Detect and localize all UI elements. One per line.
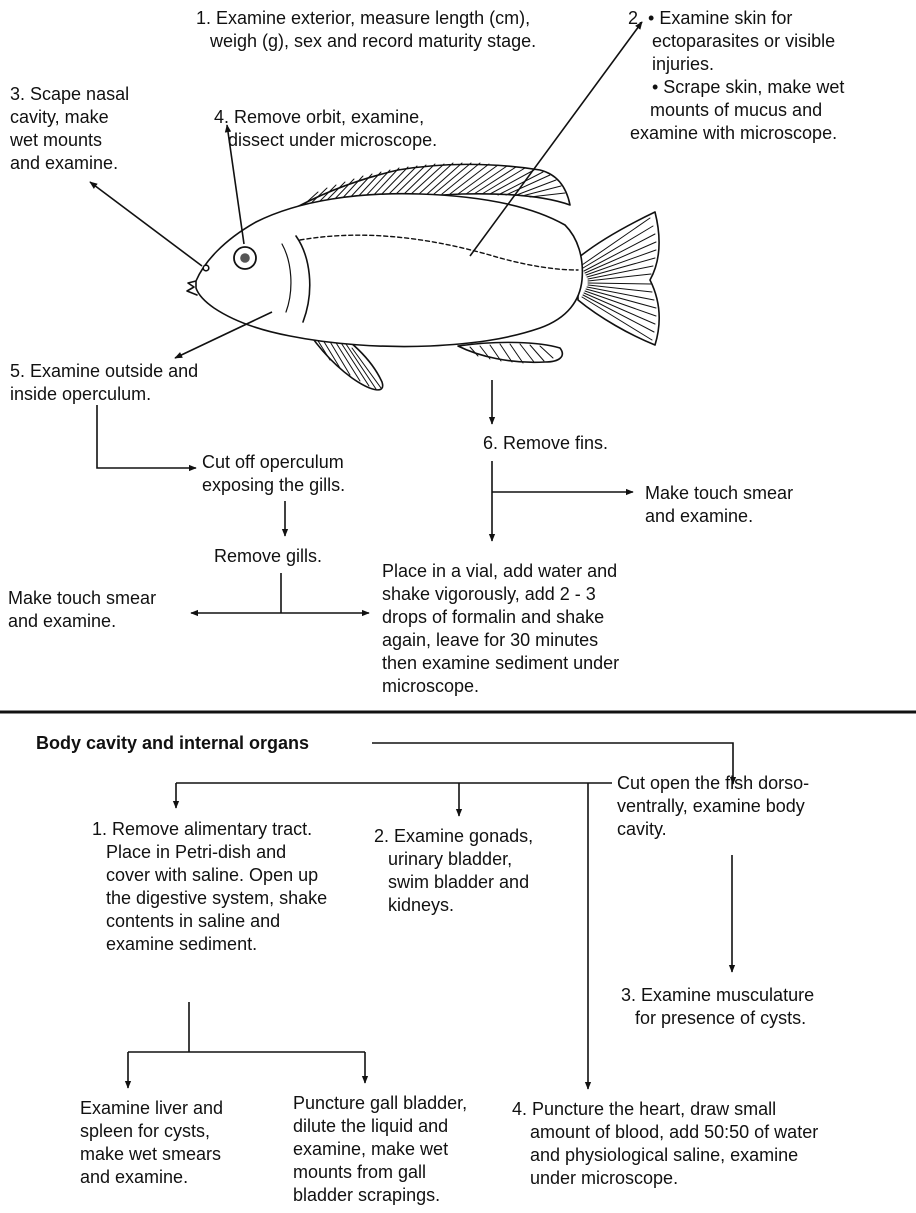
- text-line: 5. Examine outside and: [10, 361, 199, 381]
- arrow-to-orbit-step: [224, 124, 245, 245]
- text-line: urinary bladder,: [388, 849, 513, 869]
- text-line: shake vigorously, add 2 - 3: [382, 584, 596, 604]
- fish-illustration: [186, 162, 660, 391]
- body-cavity-heading: Body cavity and internal organs: [36, 733, 310, 753]
- text-line: drops of formalin and shake: [382, 607, 605, 627]
- puncture-gall-bladder: Puncture gall bladder, dilute the liquid …: [293, 1092, 523, 1207]
- text-line: weigh (g), sex and record maturity stage…: [210, 31, 537, 51]
- step4-puncture-heart: 4. Puncture the heart, draw small amount …: [512, 1098, 852, 1190]
- text-line: and examine.: [8, 611, 117, 631]
- text-line: cavity, make: [10, 107, 109, 127]
- text-line: Cut off operculum: [202, 452, 344, 472]
- text-line: Place in Petri-dish and: [106, 842, 287, 862]
- text-line: 6. Remove fins.: [483, 433, 609, 453]
- text-line: • Scrape skin, make wet: [652, 77, 845, 97]
- text-line: examine, make wet: [293, 1139, 449, 1159]
- operculum-line: [295, 235, 311, 323]
- anal-fin: [457, 341, 564, 364]
- arrow-to-operculum-step: [174, 311, 273, 359]
- text-line: swim bladder and: [388, 872, 530, 892]
- text-line: cover with saline. Open up: [106, 865, 319, 885]
- bottom-arrows: [124, 742, 737, 1090]
- fish-mouth: [186, 280, 198, 296]
- examine-liver-spleen: Examine liver and spleen for cysts, make w…: [80, 1097, 280, 1189]
- text-line: then examine sediment under: [382, 653, 620, 673]
- touch-smear-left: Make touch smear and examine.: [8, 587, 198, 633]
- text-line: kidneys.: [388, 895, 455, 915]
- top-arrows: [89, 21, 643, 617]
- text-line: under microscope.: [530, 1168, 679, 1188]
- text-line: injuries.: [652, 54, 715, 74]
- text-line: inside operculum.: [10, 384, 152, 404]
- remove-gills: Remove gills.: [214, 545, 364, 568]
- gill-line: [281, 243, 292, 313]
- text-line: Cut open the fish dorso-: [617, 773, 810, 793]
- fish-body: [195, 192, 584, 348]
- text-line: Remove gills.: [214, 546, 323, 566]
- text-line: and examine.: [80, 1167, 189, 1187]
- caudal-fin-rays: [581, 217, 657, 341]
- text-line: amount of blood, add 50:50 of water: [530, 1122, 819, 1142]
- step1-examine-exterior: 1. Examine exterior, measure length (cm)…: [196, 7, 596, 53]
- arrow-operculum-to-cut: [96, 405, 197, 472]
- text-line: dilute the liquid and: [293, 1116, 449, 1136]
- eye-pupil: [240, 253, 250, 263]
- text-line: for presence of cysts.: [635, 1008, 807, 1028]
- arrow-to-nasal-step: [89, 181, 203, 267]
- arrow-heading-to-cut-open: [372, 742, 737, 785]
- text-line: examine with microscope.: [630, 123, 838, 143]
- text-line: again, leave for 30 minutes: [382, 630, 599, 650]
- text-line: 4. Puncture the heart, draw small: [512, 1099, 777, 1119]
- text-line: the digestive system, shake: [106, 888, 328, 908]
- step5-examine-operculum: 5. Examine outside and inside operculum.: [10, 360, 250, 406]
- step4-remove-orbit: 4. Remove orbit, examine, dissect under m…: [214, 106, 494, 152]
- text-line: microscope.: [382, 676, 480, 696]
- step2-examine-gonads: 2. Examine gonads, urinary bladder, swim b…: [374, 825, 574, 917]
- text-line: 3. Examine musculature: [621, 985, 815, 1005]
- text-line: ventrally, examine body: [617, 796, 805, 816]
- text-line: ectoparasites or visible: [652, 31, 836, 51]
- cut-off-operculum: Cut off operculum exposing the gills.: [202, 451, 382, 497]
- text-line: 2. Examine gonads,: [374, 826, 534, 846]
- step6-remove-fins: 6. Remove fins.: [483, 432, 653, 455]
- text-line: Make touch smear: [8, 588, 157, 608]
- text-line: 3. Scape nasal: [10, 84, 130, 104]
- text-line: cavity.: [617, 819, 667, 839]
- step1-alimentary-tract: 1. Remove alimentary tract. Place in Petr…: [92, 818, 372, 956]
- lateral-line: [299, 234, 579, 271]
- text-line: 1. Remove alimentary tract.: [92, 819, 313, 839]
- text-line: make wet smears: [80, 1144, 222, 1164]
- text-line: Puncture gall bladder,: [293, 1093, 468, 1113]
- text-line: mounts of mucus and: [650, 100, 823, 120]
- text-line: wet mounts: [10, 130, 103, 150]
- text-line: Make touch smear: [645, 483, 794, 503]
- text-line: Examine liver and: [80, 1098, 224, 1118]
- text-line: exposing the gills.: [202, 475, 346, 495]
- text-line: Place in a vial, add water and: [382, 561, 618, 581]
- text-line: 4. Remove orbit, examine,: [214, 107, 425, 127]
- text-line: and physiological saline, examine: [530, 1145, 799, 1165]
- text-line: contents in saline and: [106, 911, 281, 931]
- text-line: and examine.: [645, 506, 754, 526]
- nostril: [202, 264, 210, 272]
- touch-smear-right: Make touch smear and examine.: [645, 482, 835, 528]
- text-line: dissect under microscope.: [228, 130, 438, 150]
- arrow-to-skin-step: [469, 21, 643, 257]
- step3-nasal-cavity: 3. Scape nasal cavity, make wet mounts and …: [10, 83, 170, 175]
- anal-fin-rays: [469, 343, 554, 364]
- text-line: mounts from gall: [293, 1162, 427, 1182]
- step3-examine-musculature: 3. Examine musculature for presence of cy…: [621, 984, 881, 1030]
- step2-examine-skin: 2. • Examine skin for ectoparasites or vi…: [628, 7, 913, 145]
- vial-procedure: Place in a vial, add water and shake vigo…: [382, 560, 682, 698]
- text-line: 1. Examine exterior, measure length (cm)…: [196, 8, 531, 28]
- text-line: bladder scrapings.: [293, 1185, 441, 1205]
- caudal-fin: [577, 211, 660, 346]
- cut-open-fish: Cut open the fish dorso-ventrally, exami…: [617, 772, 877, 841]
- text-line: spleen for cysts,: [80, 1121, 211, 1141]
- text-line: and examine.: [10, 153, 119, 173]
- text-line: examine sediment.: [106, 934, 258, 954]
- text-line: 2. • Examine skin for: [628, 8, 793, 28]
